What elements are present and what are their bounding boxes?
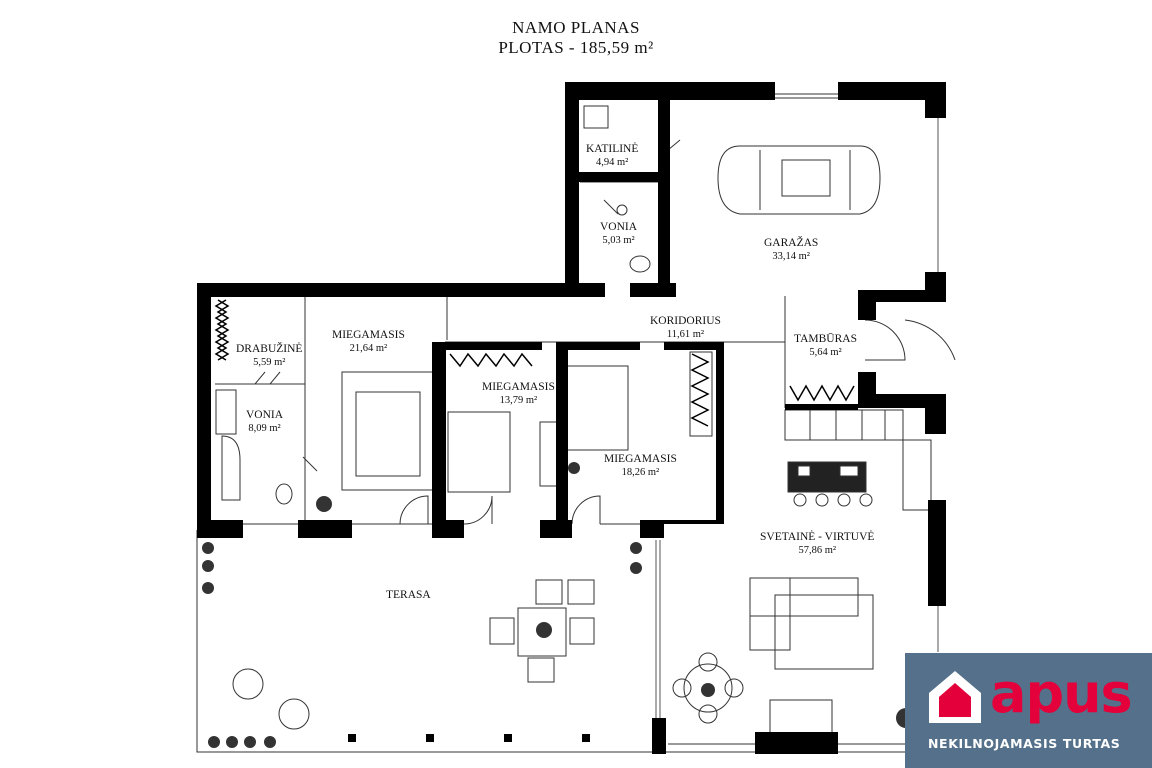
room-name: DRABUŽINĖ	[236, 343, 303, 355]
plan-total-area: PLOTAS - 185,59 m²	[498, 38, 654, 57]
room-name: VONIA	[600, 221, 638, 233]
room-area: 4,94 m²	[596, 157, 629, 168]
walls	[197, 82, 946, 754]
bathtub	[215, 389, 237, 435]
brand-logo	[905, 653, 1152, 768]
room-label-miegamasis-3: MIEGAMASIS 18,26 m²	[604, 452, 677, 480]
room-label-koridorius: KORIDORIUS 11,61 m²	[650, 314, 721, 342]
room-label-katiline: KATILINĖ 4,94 m²	[586, 142, 638, 170]
room-name: TAMBŪRAS	[794, 333, 857, 345]
house-icon	[929, 671, 981, 723]
room-label-tamburas: TAMBŪRAS 5,64 m²	[794, 332, 857, 360]
room-area: 5,64 m²	[809, 347, 842, 358]
room-area: 18,26 m²	[621, 467, 660, 478]
toilet-icon	[275, 483, 293, 505]
brand-tagline: NEKILNOJAMASIS TURTAS	[928, 736, 1121, 751]
round-table	[683, 663, 733, 713]
room-name: SVETAINĖ - VIRTUVĖ	[760, 531, 875, 543]
room-area: 8,09 m²	[248, 423, 281, 434]
terrace-outline	[196, 530, 905, 753]
room-label-garazas: GARAŽAS 33,14 m²	[764, 236, 818, 264]
plan-title: NAMO PLANAS	[512, 18, 640, 37]
brand-name: apus	[990, 662, 1133, 725]
car-icon	[717, 145, 881, 215]
door-swing	[399, 495, 429, 525]
room-label-vonia-small: VONIA 5,03 m²	[600, 220, 637, 248]
room-label-drabuzine: DRABUŽINĖ 5,59 m²	[236, 342, 302, 370]
room-name: MIEGAMASIS	[604, 453, 677, 465]
room-area: 11,61 m²	[666, 329, 705, 340]
plant-icons	[202, 462, 916, 748]
room-label-vonia-large: VONIA 8,09 m²	[246, 408, 283, 436]
sofa	[749, 577, 859, 617]
wardrobe-hangers	[214, 299, 855, 427]
room-area: 33,14 m²	[772, 251, 810, 262]
room-name: VONIA	[246, 409, 284, 421]
room-name: KORIDORIUS	[650, 315, 721, 327]
room-area: 21,64 m²	[349, 343, 388, 354]
room-label-terasa: TERASA	[386, 588, 431, 602]
room-area: 5,59 m²	[253, 357, 286, 368]
room-area: 13,79 m²	[499, 395, 538, 406]
room-label-miegamasis-2: MIEGAMASIS 13,79 m²	[482, 380, 555, 408]
single-bed	[447, 411, 511, 493]
room-label-svetaine: SVETAINĖ - VIRTUVĖ 57,86 m²	[760, 530, 874, 558]
room-name: MIEGAMASIS	[482, 381, 555, 393]
room-name: TERASA	[386, 589, 431, 601]
room-label-miegamasis-1: MIEGAMASIS 21,64 m²	[332, 328, 405, 356]
room-name: GARAŽAS	[764, 237, 819, 249]
room-area: 5,03 m²	[602, 235, 635, 246]
room-area: 57,86 m²	[798, 545, 837, 556]
terrace-table	[517, 607, 567, 657]
room-name: KATILINĖ	[586, 143, 639, 155]
room-name: MIEGAMASIS	[332, 329, 405, 341]
